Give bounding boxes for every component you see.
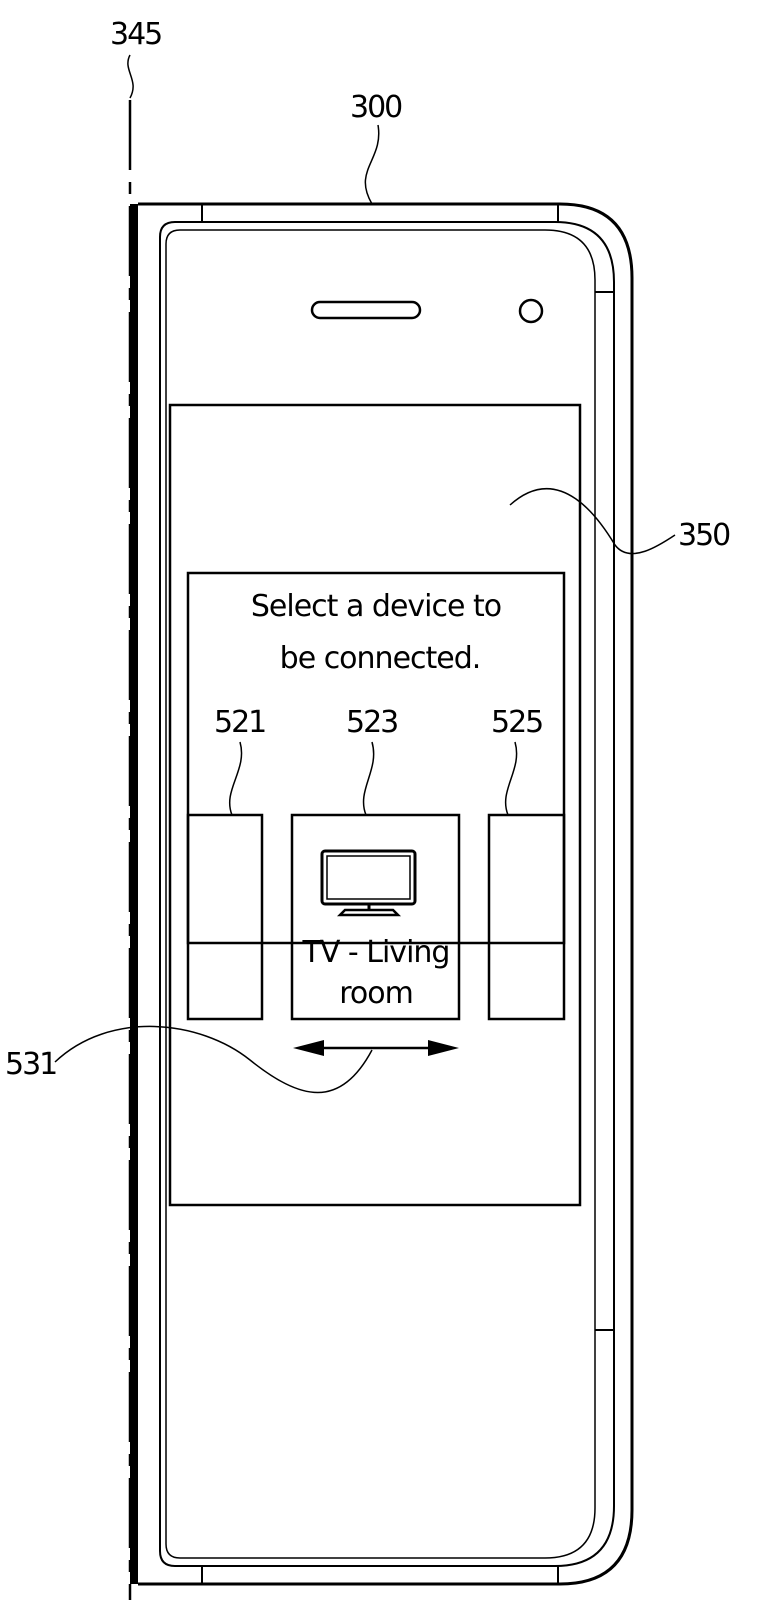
device-body [130, 202, 634, 1586]
ref-525: 525 [491, 705, 542, 740]
dialog-title-line2: be connected. [280, 641, 481, 676]
device-item-left[interactable] [186, 813, 264, 1021]
tv-icon [320, 849, 417, 917]
device-item-right[interactable] [487, 813, 566, 1021]
ref-523: 523 [346, 705, 397, 740]
leader-lines [54, 54, 676, 1094]
ref-300: 300 [350, 90, 402, 125]
dialog-title-line1: Select a device to [251, 589, 501, 624]
ref-521: 521 [214, 705, 265, 740]
camera-icon [518, 298, 544, 324]
device-item-center[interactable]: TV - Living room [290, 813, 461, 1021]
device-select-dialog [186, 571, 566, 945]
center-item-label-line1: TV - Living [302, 935, 450, 970]
ref-531: 531 [5, 1047, 56, 1082]
ref-350: 350 [678, 518, 730, 553]
center-item-label-line2: room [339, 976, 413, 1011]
ref-345: 345 [110, 17, 161, 52]
double-arrow-icon[interactable] [293, 1040, 459, 1056]
display-screen [168, 403, 582, 1207]
earpiece [310, 300, 422, 320]
